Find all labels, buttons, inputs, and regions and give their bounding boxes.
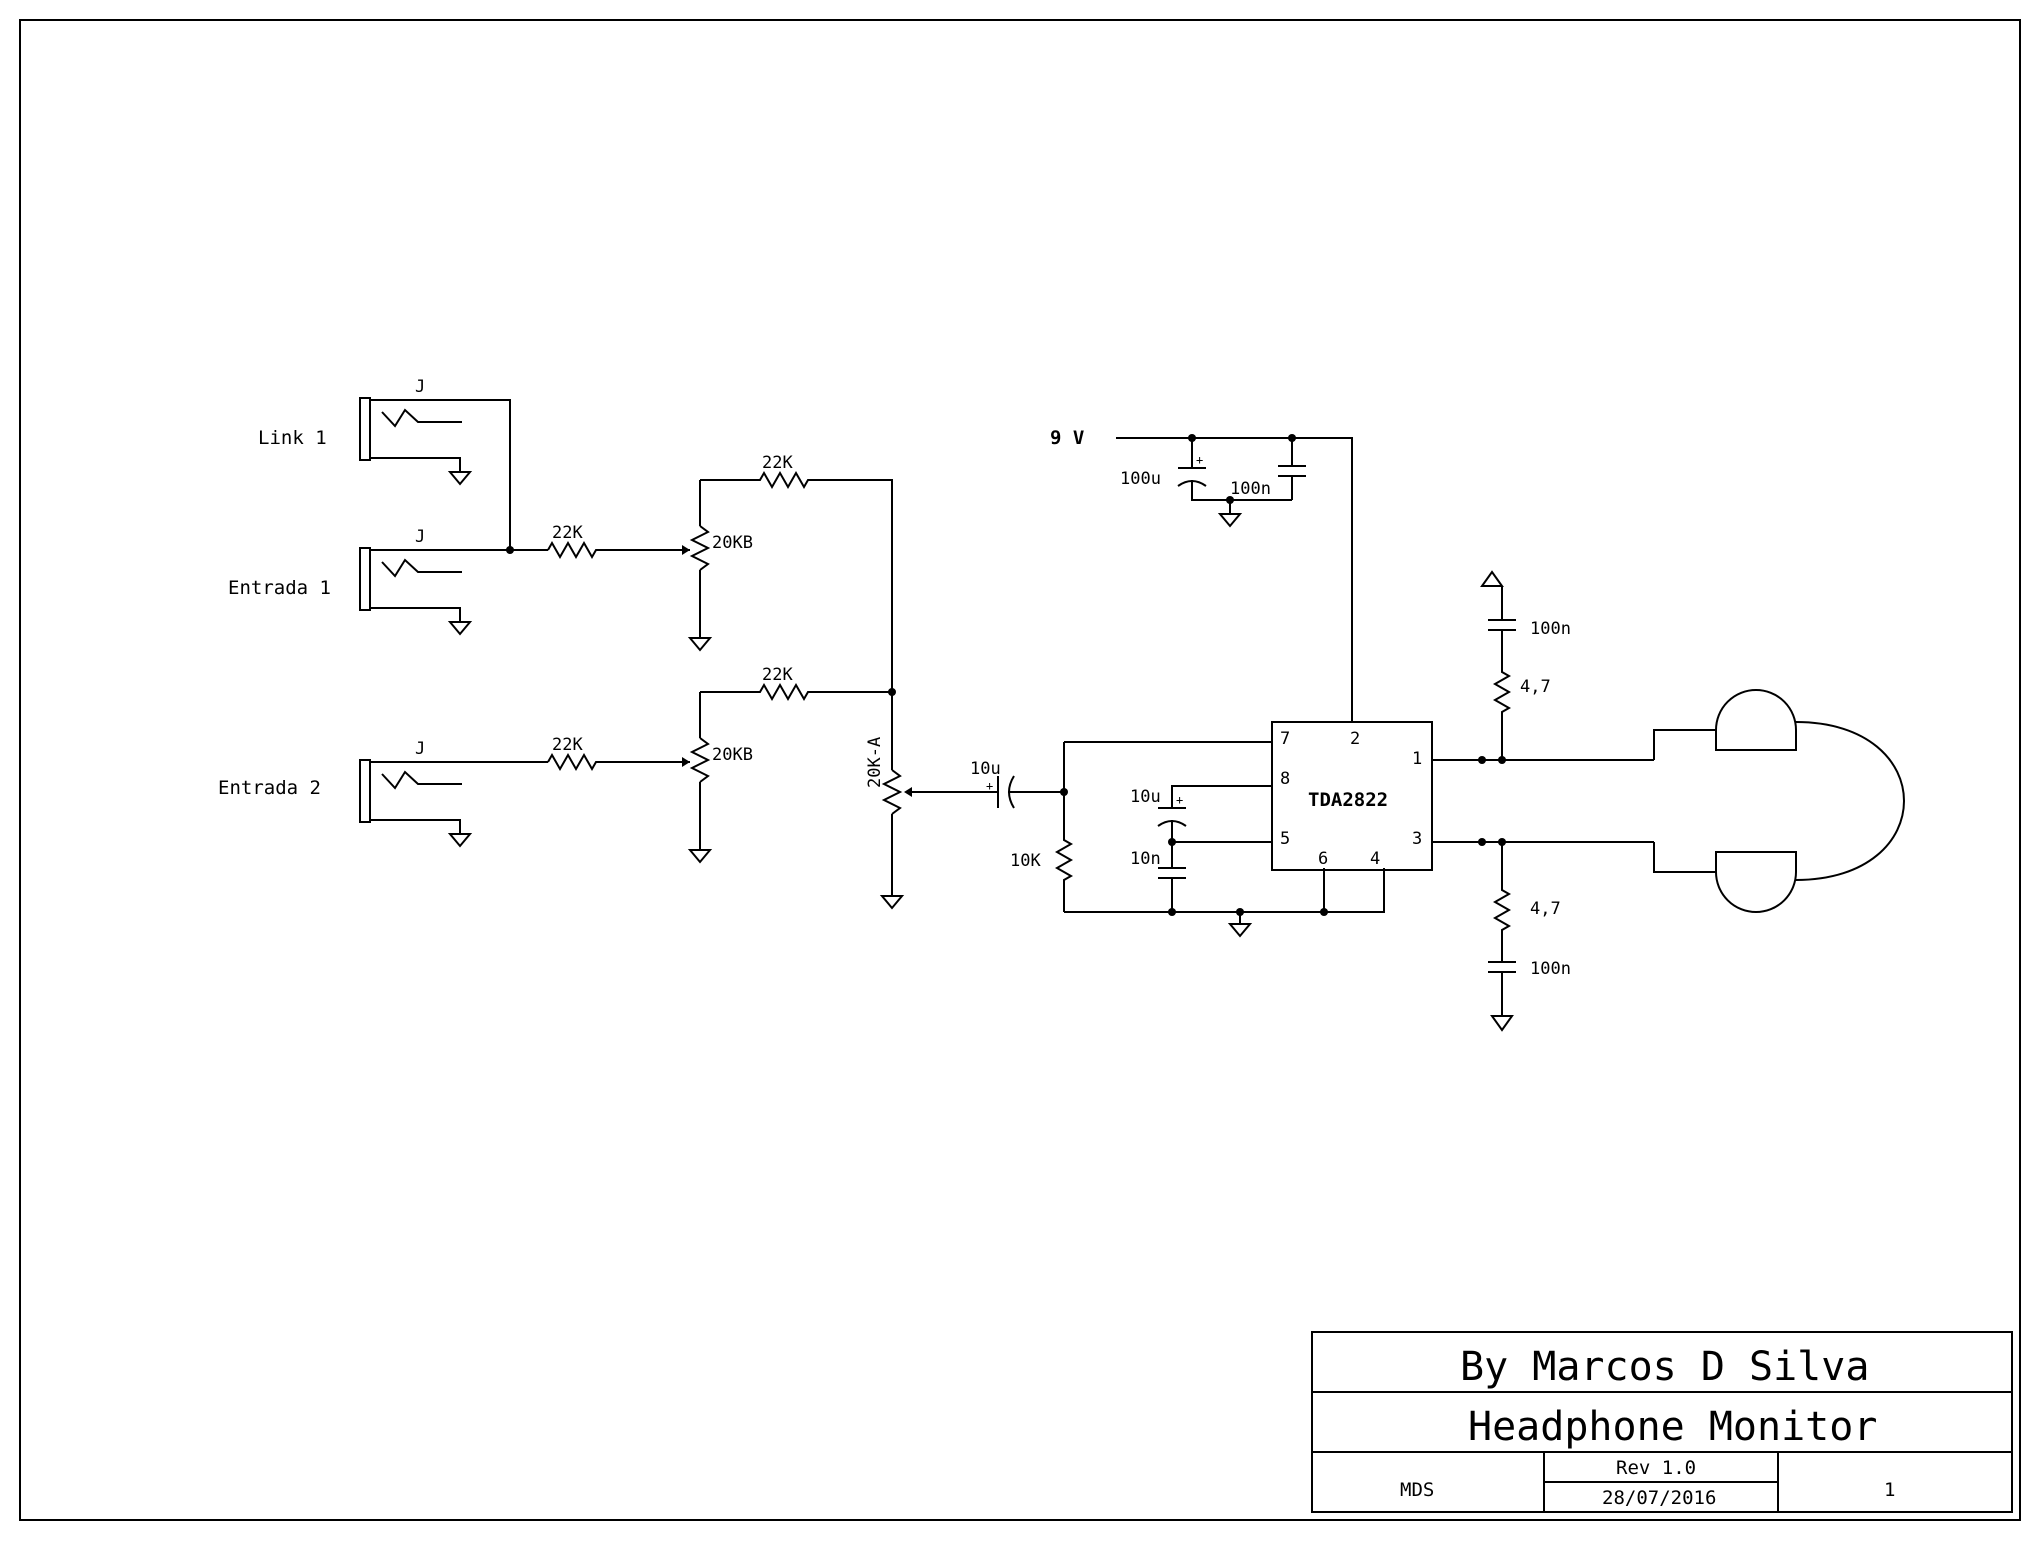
jack-entrada2-ref: J <box>415 739 425 759</box>
potentiometer-master: 20K-A <box>865 692 988 910</box>
capacitor-c-bypass-elec: 10u + <box>1130 785 1272 842</box>
svg-text:4,7: 4,7 <box>1530 899 1561 919</box>
svg-text:6: 6 <box>1318 849 1328 869</box>
title-block-title: Headphone Monitor <box>1468 1404 1877 1450</box>
title-block: By Marcos D Silva Headphone Monitor MDS … <box>1311 1331 2013 1513</box>
jack-entrada2: J <box>359 739 548 848</box>
headphones <box>1653 689 1905 913</box>
title-block-initials: MDS <box>1400 1479 1434 1501</box>
zobel-network-1: 100n 4,7 <box>1480 570 1571 760</box>
svg-text:22K: 22K <box>762 665 793 685</box>
svg-text:4: 4 <box>1370 849 1380 869</box>
svg-text:22K: 22K <box>552 735 583 755</box>
svg-text:1: 1 <box>1412 749 1422 769</box>
input-entrada2-label: Entrada 2 <box>218 777 321 799</box>
zobel-network-2: 4,7 100n <box>1488 842 1571 1032</box>
svg-text:22K: 22K <box>762 453 793 473</box>
svg-text:4,7: 4,7 <box>1520 677 1551 697</box>
svg-text:+: + <box>1176 793 1183 807</box>
jack-link1-ref: J <box>415 377 425 397</box>
title-block-date: 28/07/2016 <box>1602 1487 1716 1509</box>
svg-text:100n: 100n <box>1230 479 1271 499</box>
svg-text:10u: 10u <box>1130 787 1161 807</box>
svg-text:10n: 10n <box>1130 849 1161 869</box>
resistor-r-in1: 22K <box>547 523 690 560</box>
svg-text:100n: 100n <box>1530 959 1571 979</box>
svg-text:20K-A: 20K-A <box>865 737 885 788</box>
svg-text:20KB: 20KB <box>712 745 753 765</box>
svg-text:7: 7 <box>1280 729 1290 749</box>
jack-entrada1: J <box>359 527 548 636</box>
capacitor-c-bypass-film: 10n <box>1130 842 1186 912</box>
svg-text:20KB: 20KB <box>712 533 753 553</box>
svg-text:10u: 10u <box>970 759 1001 779</box>
jack-entrada1-ref: J <box>415 527 425 547</box>
svg-text:3: 3 <box>1412 829 1422 849</box>
jack-link1: J <box>359 377 511 548</box>
svg-text:10K: 10K <box>1010 851 1041 871</box>
resistor-r-bias: 10K <box>1010 741 1272 912</box>
title-block-sheet: 1 <box>1884 1479 1895 1501</box>
sheet-border <box>19 19 2021 1521</box>
ground-bus <box>1064 868 1385 913</box>
svg-text:TDA2822: TDA2822 <box>1308 789 1388 811</box>
svg-text:+: + <box>986 779 993 793</box>
ground-symbol-main <box>1227 923 1253 938</box>
svg-text:2: 2 <box>1350 729 1360 749</box>
svg-text:100n: 100n <box>1530 619 1571 639</box>
svg-text:+: + <box>1196 453 1203 467</box>
resistor-r-in2: 22K <box>547 735 690 772</box>
capacitor-c-coupling: 10u + <box>970 759 1064 809</box>
capacitor-c-supply-film: 100n <box>1230 438 1306 500</box>
ground-symbol-supply <box>1217 513 1243 528</box>
potentiometer-pot1: 20KB <box>682 480 753 652</box>
svg-text:100u: 100u <box>1120 469 1161 489</box>
title-block-author: By Marcos D Silva <box>1460 1344 1869 1390</box>
supply-label: 9 V <box>1050 427 1084 449</box>
svg-text:8: 8 <box>1280 769 1290 789</box>
capacitor-c-supply-elec: 100u + <box>1120 438 1292 501</box>
ic-tda2822: TDA2822 7 2 1 8 5 3 6 4 <box>1271 721 1433 871</box>
resistor-r-mix1: 22K <box>700 453 893 692</box>
input-entrada1-label: Entrada 1 <box>228 577 331 599</box>
svg-text:22K: 22K <box>552 523 583 543</box>
input-link1-label: Link 1 <box>258 427 327 449</box>
junction-link-entrada1 <box>506 546 514 554</box>
title-block-revision: Rev 1.0 <box>1616 1457 1696 1479</box>
potentiometer-pot2: 20KB <box>682 692 753 864</box>
svg-text:5: 5 <box>1280 829 1290 849</box>
resistor-r-mix2: 22K <box>700 665 892 702</box>
